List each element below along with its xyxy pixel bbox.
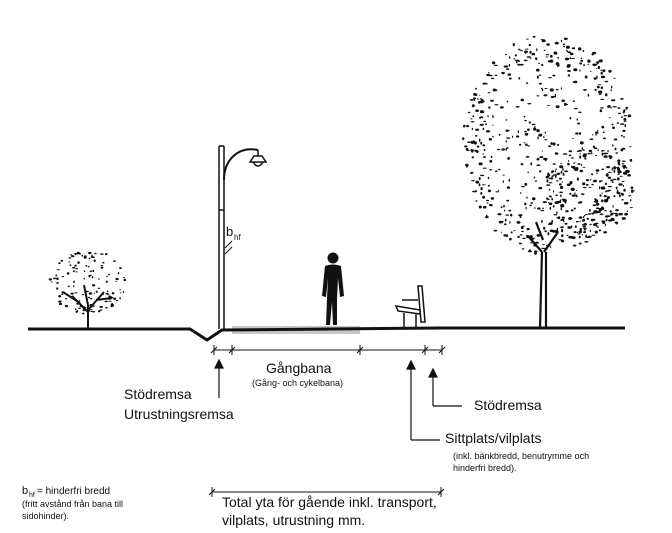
ground-line <box>28 326 625 342</box>
left-strip-arrow <box>214 358 224 398</box>
legend-note-2: sidohinder). <box>22 511 69 521</box>
total-label-1: Total yta för gående inkl. transport, <box>222 494 437 510</box>
sittplats-label: Sittplats/vilplats <box>445 430 541 446</box>
utrustningsremsa-label: Utrustningsremsa <box>124 406 234 422</box>
legend-note-1: (fritt avstånd från bana till <box>22 499 123 509</box>
shrub-icon <box>48 251 127 329</box>
gangbana-note: (Gång- och cykelbana) <box>252 378 343 388</box>
legend-subscript: hf <box>29 492 35 499</box>
sittplats-note-2: hinderfri bredd). <box>453 463 517 473</box>
stodremsa-left-label: Stödremsa <box>124 386 192 402</box>
street-lamp-icon <box>218 145 268 329</box>
sittplats-arrow <box>406 359 440 441</box>
legend-text: = hinderfri bredd <box>37 486 110 497</box>
bhf-subscript: hf <box>234 233 241 242</box>
bench-icon <box>394 285 426 328</box>
legend-symbol: b <box>22 485 28 497</box>
gangbana-label: Gångbana <box>266 360 332 376</box>
stodremsa-right-label: Stödremsa <box>474 397 542 413</box>
total-label-2: vilplats, utrustning mm. <box>222 512 365 528</box>
total-dimension <box>208 487 445 497</box>
right-strip-arrow <box>428 367 462 407</box>
sittplats-note-1: (inkl. bänkbredd, benutrymme och <box>453 451 589 461</box>
tree-icon <box>462 35 636 329</box>
pedestrian-icon <box>322 252 344 325</box>
bhf-marker <box>224 240 233 255</box>
bhf-symbol: b <box>226 224 233 239</box>
gangbana-dimension <box>210 345 446 355</box>
